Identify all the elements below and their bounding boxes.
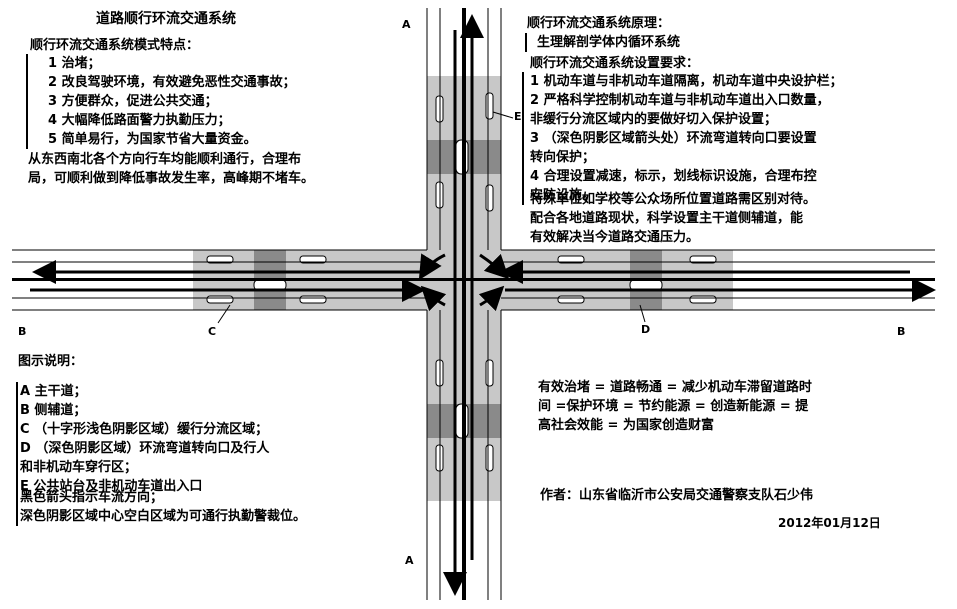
principle-heading: 顺行环流交通系统原理： — [527, 16, 671, 31]
legend-heading: 图示说明： — [18, 354, 84, 369]
special-line-2: 配合各地道路现状，科学设置主干道侧辅道，能 — [530, 211, 804, 226]
label-e: E — [514, 110, 522, 123]
slogan-line-1: 有效治堵 = 道路畅通 = 减少机动车滞留道路时 — [538, 380, 812, 395]
requirements-heading: 顺行环流交通系统设置要求： — [530, 56, 700, 71]
summary-line-1: 从东西南北各个方向行车均能顺利通行，合理布 — [28, 152, 302, 167]
legend-item: A 主干道； — [20, 384, 87, 399]
special-line-1: 特殊单位如学校等公众场所位置道路需区别对待。 — [530, 192, 817, 207]
legend-item: C （十字形浅色阴影区域）缓行分流区域； — [20, 422, 269, 437]
requirement-item: 安防设施。 — [530, 188, 596, 203]
legend-item: E 公共站台及非机动车道出入口 — [20, 479, 203, 494]
legend-note-line-2: 深色阴影区域中心空白区域为可通行执勤警裁位。 — [20, 509, 307, 524]
label-leaders — [217, 111, 646, 324]
legend-note-line-1: 黑色箭头指示车流方向； — [20, 490, 164, 505]
road-lines — [12, 8, 935, 600]
feature-item: 4 大幅降低路面警力执勤压力； — [48, 113, 231, 128]
requirements-list: 1 机动车道与非机动车道隔离，机动车道中央设护栏； 2 严格科学控制机动车道与非… — [522, 72, 843, 205]
label-a-bottom: A — [405, 554, 414, 567]
special-line-3: 有效解决当今道路交通压力。 — [530, 230, 700, 245]
requirement-item: 4 合理设置减速，标示，划线标识设施，合理布控 — [530, 169, 817, 184]
label-d: D — [641, 323, 651, 336]
date: 2012年01月12日 — [778, 516, 881, 530]
features-heading: 顺行环流交通系统模式特点： — [30, 38, 200, 53]
feature-item: 5 简单易行，为国家节省大量资金。 — [48, 132, 257, 147]
label-b-right: B — [897, 325, 906, 338]
traffic-flow-arrows — [30, 14, 936, 596]
slogan-line-2: 间 =保护环境 = 节约能源 = 创造新能源 = 提 — [538, 399, 809, 414]
legend-item: B 侧辅道； — [20, 403, 87, 418]
page-title: 道路顺行环流交通系统 — [96, 11, 236, 27]
requirement-item: 2 严格科学控制机动车道与非机动车道出入口数量， — [530, 93, 830, 108]
requirement-item: 非缓行分流区域内的要做好切入保护设置； — [530, 112, 778, 127]
feature-item: 3 方便群众，促进公共交通； — [48, 94, 218, 109]
legend-note: 黑色箭头指示车流方向； 深色阴影区域中心空白区域为可通行执勤警裁位。 — [16, 488, 306, 526]
principle-sub: 生理解剖学体内循环系统 — [525, 33, 680, 52]
label-b-left: B — [18, 325, 27, 338]
legend-item: D （深色阴影区域）环流弯道转向口及行人 — [20, 441, 270, 456]
author: 作者：山东省临沂市公安局交通警察支队石少伟 — [540, 488, 814, 503]
label-a-top: A — [402, 18, 411, 31]
slogan-line-3: 高社会效能 = 为国家创造财富 — [538, 418, 714, 433]
label-c: C — [208, 325, 217, 338]
features-list: 1 治堵； 2 改良驾驶环境，有效避免恶性交通事故； 3 方便群众，促进公共交通… — [26, 54, 296, 149]
requirement-item: 转向保护； — [530, 150, 596, 165]
legend-item: 和非机动车穿行区； — [20, 460, 138, 475]
requirement-item: 3 （深色阴影区域箭头处）环流弯道转向口要设置 — [530, 131, 817, 146]
legend-list: A 主干道； B 侧辅道； C （十字形浅色阴影区域）缓行分流区域； D （深色… — [16, 382, 269, 496]
summary-line-2: 局，可顺利做到降低事故发生率，高峰期不堵车。 — [28, 171, 315, 186]
requirement-item: 1 机动车道与非机动车道隔离，机动车道中央设护栏； — [530, 74, 843, 89]
feature-item: 2 改良驾驶环境，有效避免恶性交通事故； — [48, 75, 296, 90]
feature-item: 1 治堵； — [48, 56, 101, 71]
